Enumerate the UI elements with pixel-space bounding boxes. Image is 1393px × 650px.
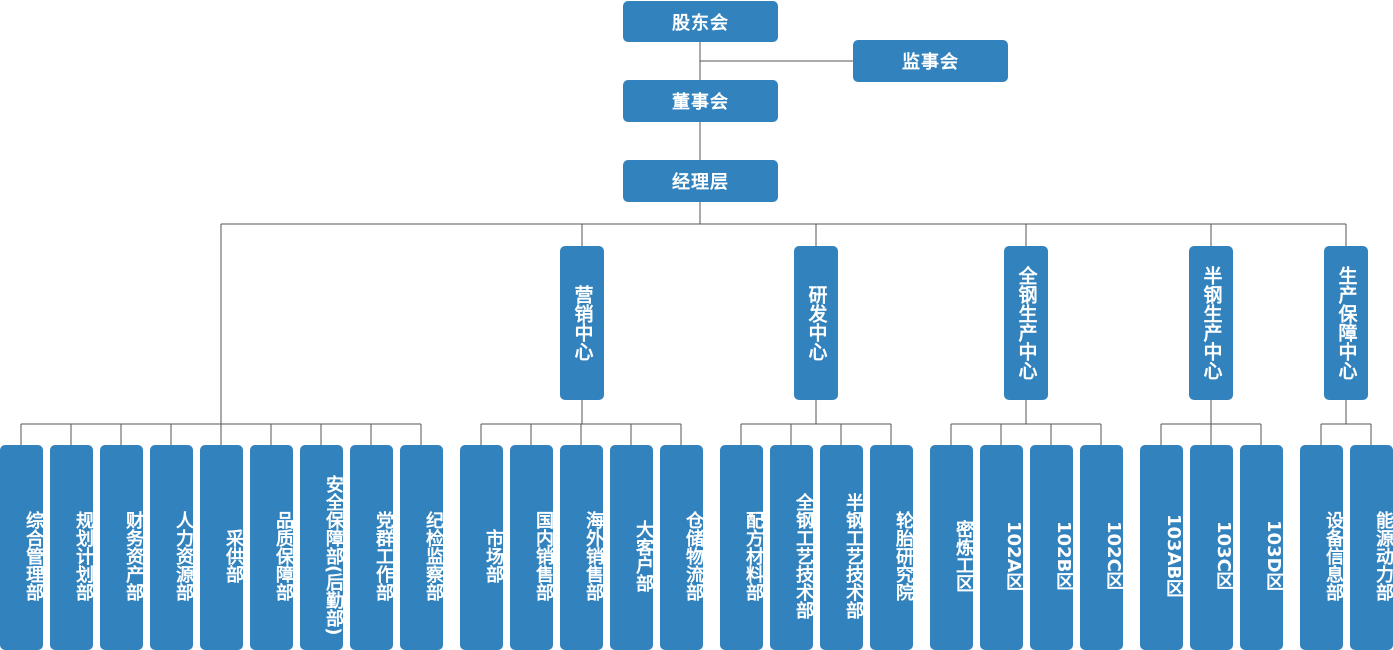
- center-box-marketing: 营销中心: [560, 246, 604, 400]
- dept-box: 采供部: [200, 445, 244, 650]
- dept-box: 103AB区: [1140, 445, 1184, 650]
- dept-label: 102A区: [1003, 520, 1024, 591]
- supervisors-box: 监事会: [853, 40, 1008, 82]
- board-label: 董事会: [672, 92, 729, 113]
- dept-box: 品质保障部: [250, 445, 294, 650]
- dept-box: 大客户部: [610, 445, 654, 650]
- dept-box: 人力资源部: [150, 445, 194, 650]
- dept-label: 市场部: [483, 528, 504, 583]
- management-box: 经理层: [623, 160, 778, 202]
- dept-label: 人力资源部: [173, 510, 194, 601]
- dept-label: 综合管理部: [23, 510, 44, 601]
- dept-label: 密炼工区: [953, 519, 974, 592]
- dept-box: 仓储物流部: [660, 445, 704, 650]
- dept-label: 102B区: [1053, 520, 1074, 591]
- shareholders-label: 股东会: [672, 12, 729, 34]
- center-box-semisteel: 半钢生产中心: [1189, 246, 1233, 400]
- dept-box: 102C区: [1080, 445, 1124, 650]
- dept-box: 配方材料部: [720, 445, 764, 650]
- dept-box: 市场部: [460, 445, 504, 650]
- management-label: 经理层: [672, 172, 729, 193]
- dept-box: 102A区: [980, 445, 1024, 650]
- dept-label: 103AB区: [1163, 513, 1184, 598]
- dept-label: 能源动力部: [1373, 510, 1393, 601]
- dept-label: 102C区: [1103, 521, 1124, 590]
- dept-box: 半钢工艺技术部: [820, 445, 864, 650]
- dept-label: 采供部: [223, 528, 244, 583]
- dept-box: 党群工作部: [350, 445, 394, 650]
- center-label: 生产保障中心: [1335, 266, 1358, 380]
- dept-box: 海外销售部: [560, 445, 604, 650]
- dept-label: 国内销售部: [533, 510, 554, 601]
- dept-label: 规划计划部: [73, 510, 94, 601]
- dept-label: 安全保障部(后勤部): [323, 475, 344, 636]
- dept-box: 密炼工区: [930, 445, 974, 650]
- center-label: 半钢生产中心: [1200, 266, 1223, 380]
- dept-box: 能源动力部: [1350, 445, 1393, 650]
- center-box-support: 生产保障中心: [1324, 246, 1368, 400]
- dept-box: 财务资产部: [100, 445, 144, 650]
- dept-label: 仓储物流部: [683, 510, 704, 601]
- dept-box: 设备信息部: [1300, 445, 1344, 650]
- supervisors-label: 监事会: [902, 52, 959, 73]
- center-box-allsteel: 全钢生产中心: [1004, 246, 1048, 400]
- dept-box: 规划计划部: [50, 445, 94, 650]
- dept-box: 纪检监察部: [400, 445, 444, 650]
- dept-box: 103C区: [1190, 445, 1234, 650]
- dept-label: 103C区: [1213, 521, 1234, 590]
- dept-box: 轮胎研究院: [870, 445, 914, 650]
- center-label: 研发中心: [805, 285, 828, 361]
- dept-label: 海外销售部: [583, 510, 604, 601]
- center-label: 全钢生产中心: [1015, 266, 1038, 380]
- dept-label: 配方材料部: [743, 510, 764, 601]
- dept-box: 102B区: [1030, 445, 1074, 650]
- center-box-rnd: 研发中心: [794, 246, 838, 400]
- dept-label: 党群工作部: [373, 510, 394, 601]
- dept-box: 安全保障部(后勤部): [300, 445, 344, 650]
- dept-label: 纪检监察部: [423, 510, 444, 601]
- dept-label: 半钢工艺技术部: [843, 492, 864, 619]
- dept-box: 103D区: [1240, 445, 1284, 650]
- dept-box: 国内销售部: [510, 445, 554, 650]
- dept-label: 轮胎研究院: [893, 510, 914, 601]
- dept-box: 综合管理部: [0, 445, 44, 650]
- center-label: 营销中心: [571, 285, 594, 361]
- dept-label: 财务资产部: [123, 510, 144, 601]
- dept-label: 品质保障部: [273, 510, 294, 601]
- shareholders-box: 股东会: [623, 1, 778, 42]
- dept-label: 设备信息部: [1323, 510, 1344, 601]
- dept-label: 103D区: [1263, 520, 1284, 591]
- dept-label: 大客户部: [633, 519, 654, 592]
- board-box: 董事会: [623, 80, 778, 122]
- dept-label: 全钢工艺技术部: [793, 492, 814, 619]
- dept-box: 全钢工艺技术部: [770, 445, 814, 650]
